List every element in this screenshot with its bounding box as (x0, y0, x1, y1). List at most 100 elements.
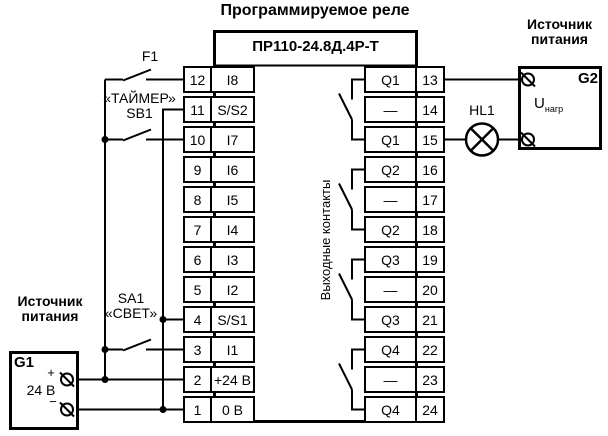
terminal-pin: 6 (183, 246, 212, 273)
terminal-label: Q3 (364, 246, 417, 273)
g2-name-label: G2 (577, 70, 598, 87)
terminal-pin: 21 (415, 306, 445, 333)
terminal-label: — (364, 276, 417, 303)
g1-supply-box (9, 351, 79, 430)
terminal-pin: 17 (415, 186, 445, 213)
g1-heading: Источник питания (2, 294, 98, 324)
terminal-label: Q1 (364, 126, 417, 153)
output-contact-q1 (338, 78, 364, 141)
g1-plus-label: + (47, 365, 55, 380)
terminal-pin: 7 (183, 216, 212, 243)
g2-lower-terminal-icon (520, 131, 536, 148)
terminal-pin: 13 (415, 66, 445, 93)
terminal-label: — (364, 96, 417, 123)
g2-heading-line1: Источник (527, 16, 592, 32)
right-terminal-row-17: —17 (364, 186, 445, 213)
terminal-pin: 5 (183, 276, 212, 303)
terminal-pin: 22 (415, 336, 445, 363)
g1-minus-label: − (49, 394, 57, 409)
g1-name-label: G1 (14, 354, 35, 371)
terminal-pin: 24 (415, 396, 445, 423)
terminal-label: I8 (210, 66, 255, 93)
terminal-pin: 18 (415, 216, 445, 243)
button-sb1-label: SB1 (126, 105, 153, 121)
output-contacts-label: Выходные контакты (318, 179, 333, 301)
input-wiring (78, 79, 183, 411)
terminal-label: +24 В (210, 366, 255, 393)
terminal-label: Q2 (364, 156, 417, 183)
terminal-pin: 4 (183, 306, 212, 333)
left-terminal-row-2: 2+24 В (183, 366, 255, 393)
g1-heading-line2: питания (21, 308, 79, 324)
terminal-label: I5 (210, 186, 255, 213)
terminal-label: Q3 (364, 306, 417, 333)
terminal-label: I4 (210, 216, 255, 243)
terminal-label: I6 (210, 156, 255, 183)
f1-switch-symbol (105, 68, 183, 82)
terminal-pin: 10 (183, 126, 212, 153)
terminal-pin: 14 (415, 96, 445, 123)
g1-plus-terminal-icon (59, 371, 75, 388)
relay-model-label: ПР110-24.8Д.4Р-Т (252, 38, 379, 55)
terminal-pin: 11 (183, 96, 212, 123)
terminal-pin: 8 (183, 186, 212, 213)
terminal-label: Q4 (364, 336, 417, 363)
terminal-pin: 15 (415, 126, 445, 153)
terminal-label: — (364, 186, 417, 213)
diagram-title: Программируемое реле (220, 2, 410, 19)
output-contact-q4 (338, 348, 364, 411)
output-contact-q2 (338, 168, 364, 231)
right-terminal-row-14: —14 (364, 96, 445, 123)
g2-heading-line2: питания (531, 31, 588, 47)
output-contact-q3 (338, 258, 364, 321)
terminal-label: S/S2 (210, 96, 255, 123)
switch-sa1-label: SA1 (117, 290, 145, 306)
terminal-label: I3 (210, 246, 255, 273)
terminal-pin: 3 (183, 336, 212, 363)
right-terminal-row-23: —23 (364, 366, 445, 393)
g2-upper-terminal-icon (520, 71, 536, 88)
g1-minus-terminal-icon (59, 401, 75, 418)
light-caption: «СВЕТ» (104, 305, 158, 321)
lamp-hl1-label: HL1 (469, 102, 495, 118)
hl1-lamp-icon (464, 122, 500, 157)
terminal-pin: 1 (183, 396, 212, 423)
g2-load-voltage-label: Uнагр (534, 96, 594, 117)
terminal-label: S/S1 (210, 306, 255, 333)
terminal-pin: 23 (415, 366, 445, 393)
terminal-pin: 16 (415, 156, 445, 183)
terminal-pin: 12 (183, 66, 212, 93)
g2-supply-box (518, 66, 602, 150)
timer-caption: «ТАЙМЕР» (103, 90, 176, 106)
terminal-label: — (364, 366, 417, 393)
terminal-pin: 9 (183, 156, 212, 183)
sb1-switch-symbol (105, 128, 183, 142)
fuse-f1-label: F1 (141, 48, 159, 64)
terminal-pin: 2 (183, 366, 212, 393)
terminal-label: 0 В (210, 396, 255, 423)
g2-load-voltage-symbol: U (534, 95, 545, 112)
g1-voltage-label: 24 В (26, 382, 56, 398)
junction-dots (101, 136, 167, 413)
g2-heading: Источник питания (513, 17, 606, 47)
terminal-label: Q4 (364, 396, 417, 423)
terminal-label: I2 (210, 276, 255, 303)
